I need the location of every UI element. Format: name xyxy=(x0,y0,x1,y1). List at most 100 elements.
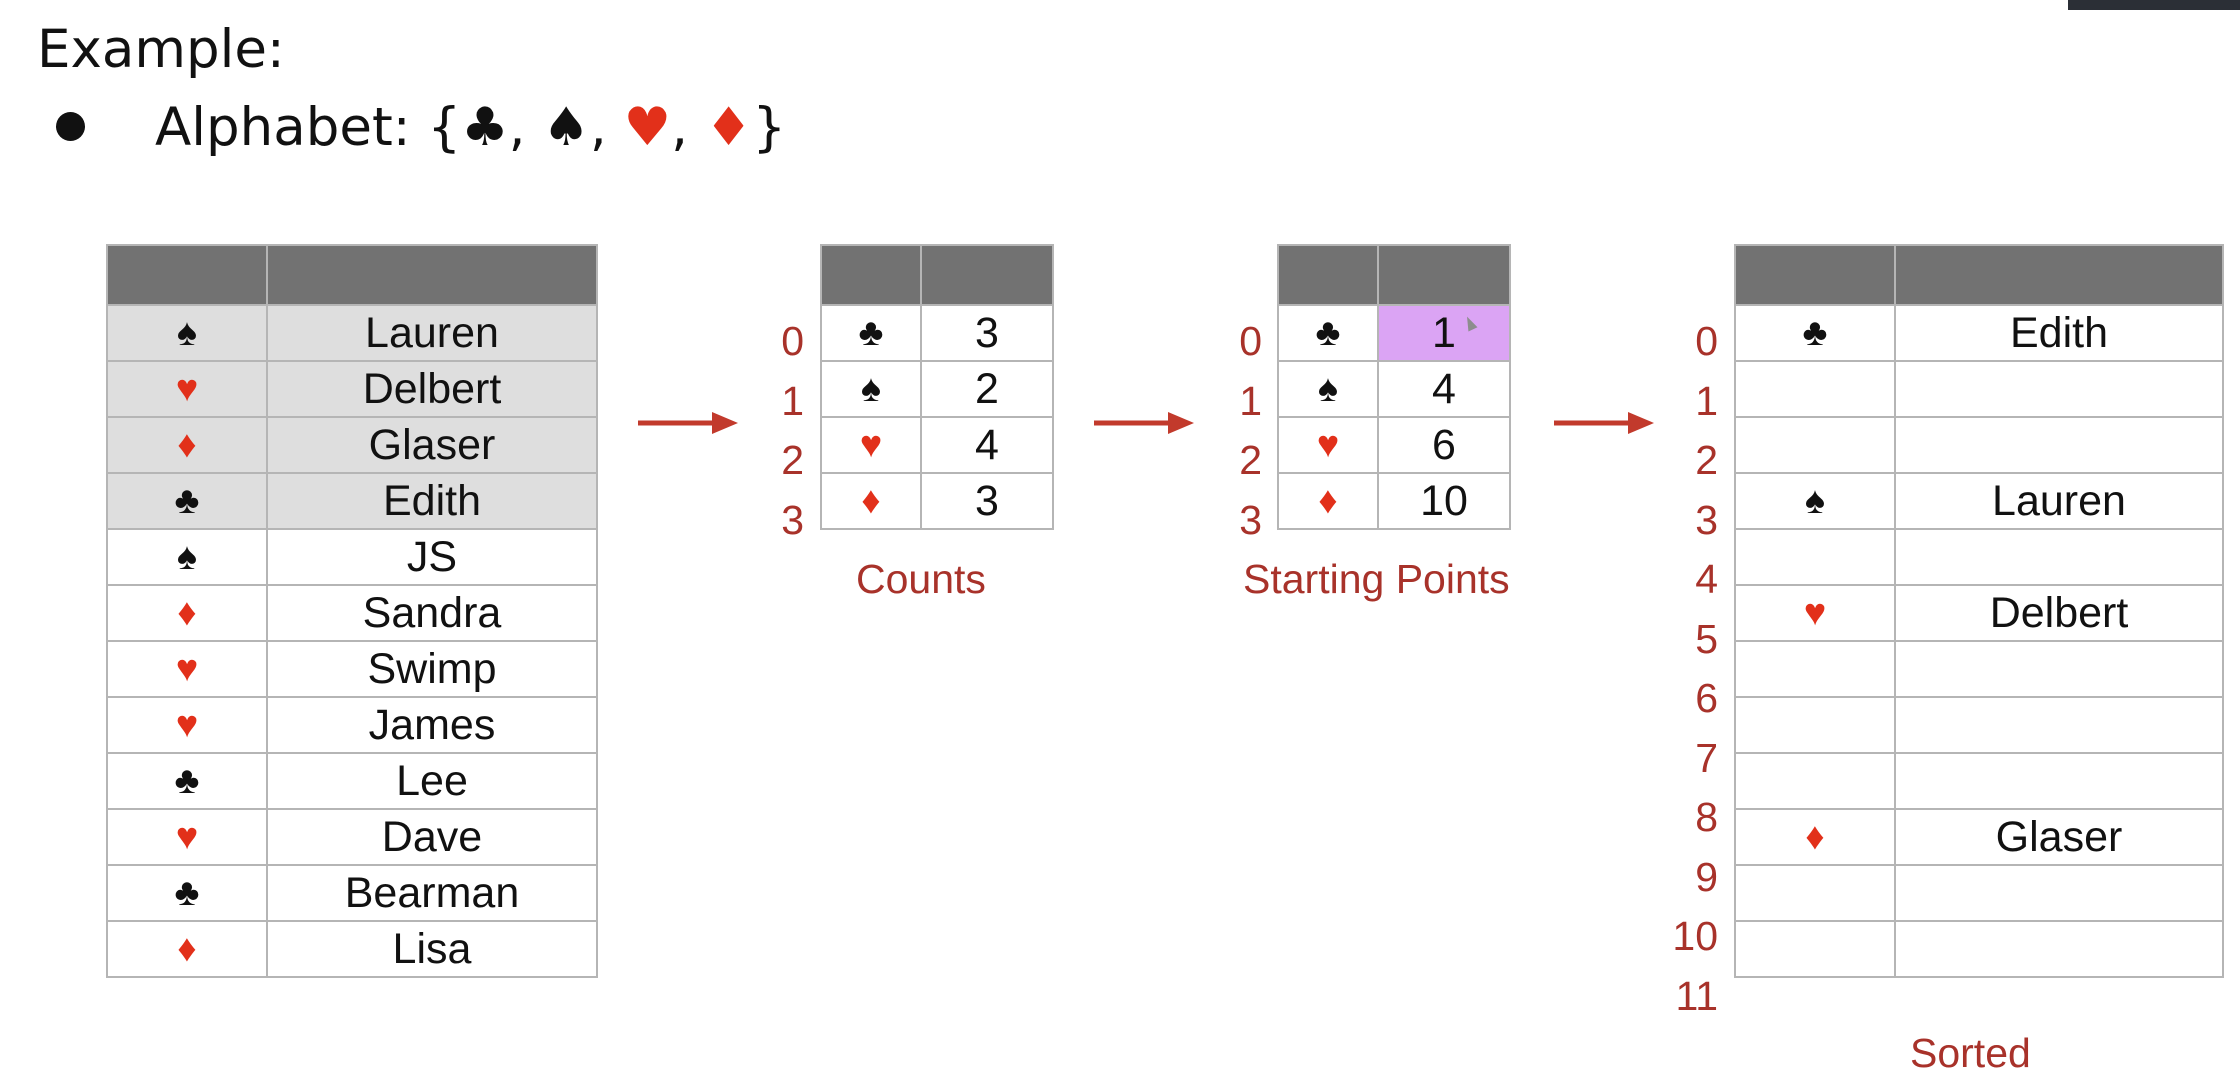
name-cell: JS xyxy=(266,528,598,586)
name-cell xyxy=(1894,416,2224,474)
row-index: 4 xyxy=(1695,556,1718,602)
value-cell: 3 xyxy=(920,304,1054,362)
value-cell: 4 xyxy=(1377,360,1511,418)
name-cell xyxy=(1894,920,2224,978)
heart-symbol: ♥ xyxy=(106,696,268,754)
table-row: ♦Glaser xyxy=(1734,808,2224,866)
table-row: ♣Bearman xyxy=(106,864,598,922)
starting-points-table: ♣1♠4♥6♦10 xyxy=(1277,244,1511,530)
table-row: ♥4 xyxy=(820,416,1054,474)
table-row: ♠2 xyxy=(820,360,1054,418)
table-row xyxy=(1734,864,2224,922)
table-row xyxy=(1734,360,2224,418)
value-cell: 4 xyxy=(920,416,1054,474)
table-row: ♥6 xyxy=(1277,416,1511,474)
row-index: 0 xyxy=(781,318,804,364)
empty-symbol xyxy=(1734,528,1896,586)
name-cell: Lisa xyxy=(266,920,598,978)
table-row xyxy=(1734,416,2224,474)
bullet-dot xyxy=(56,111,85,141)
header-cell xyxy=(920,244,1054,306)
webcam-thumbnail xyxy=(2068,0,2240,10)
heart-symbol: ♥ xyxy=(1734,584,1896,642)
heart-symbol: ♥ xyxy=(106,808,268,866)
name-cell: Lauren xyxy=(266,304,598,362)
row-index: 3 xyxy=(1695,496,1718,543)
spade-symbol: ♠ xyxy=(820,360,922,418)
table-row xyxy=(1734,752,2224,810)
heart-symbol: ♥ xyxy=(1277,416,1379,474)
table-row: ♥Delbert xyxy=(106,360,598,418)
diamond-symbol: ♦ xyxy=(106,920,268,978)
spade-symbol: ♠ xyxy=(106,528,268,586)
table-row: ♦Lisa xyxy=(106,920,598,978)
spade-symbol: ♠ xyxy=(1734,472,1896,530)
name-cell: Delbert xyxy=(266,360,598,418)
table-row: ♣Edith xyxy=(106,472,598,530)
row-index: 8 xyxy=(1695,794,1718,840)
spade-symbol: ♠ xyxy=(106,304,268,362)
sorted-table: ♣Edith♠Lauren♥Delbert♦Glaser xyxy=(1734,244,2224,978)
empty-symbol xyxy=(1734,360,1896,418)
table-header-row xyxy=(1734,244,2224,306)
diamond-symbol: ♦ xyxy=(106,416,268,474)
table-row: ♠Lauren xyxy=(106,304,598,362)
table-row: ♣Lee xyxy=(106,752,598,810)
row-index: 1 xyxy=(781,377,804,424)
name-cell xyxy=(1894,528,2224,586)
name-cell xyxy=(1894,640,2224,698)
heart-symbol: ♥ xyxy=(623,97,672,158)
name-cell: Sandra xyxy=(266,584,598,642)
alphabet-label: Alphabet: { xyxy=(155,97,462,158)
table-row: ♥Swimp xyxy=(106,640,598,698)
name-cell: Glaser xyxy=(266,416,598,474)
value-cell: 10 xyxy=(1377,472,1511,530)
table-row: ♥Dave xyxy=(106,808,598,866)
table-row: ♣Edith xyxy=(1734,304,2224,362)
row-index: 1 xyxy=(1239,377,1262,424)
table-row: ♦Sandra xyxy=(106,584,598,642)
starting-points-caption: Starting Points xyxy=(1243,556,1510,602)
alphabet-close: } xyxy=(752,97,787,158)
heart-symbol: ♥ xyxy=(106,640,268,698)
value-cell: 6 xyxy=(1377,416,1511,474)
table-row: ♠JS xyxy=(106,528,598,586)
spade-symbol: ♠ xyxy=(1277,360,1379,418)
name-cell: James xyxy=(266,696,598,754)
header-cell xyxy=(106,244,268,306)
diamond-symbol: ♦ xyxy=(106,584,268,642)
counts-caption: Counts xyxy=(856,556,986,602)
empty-symbol xyxy=(1734,640,1896,698)
row-index: 0 xyxy=(1239,318,1262,364)
diamond-symbol: ♦ xyxy=(820,472,922,530)
club-symbol: ♣ xyxy=(106,752,268,810)
alphabet-bullet: Alphabet: {♣, ♠, ♥, ♦} xyxy=(56,92,786,164)
header-cell xyxy=(266,244,598,306)
empty-symbol xyxy=(1734,696,1896,754)
club-symbol: ♣ xyxy=(1277,304,1379,362)
alphabet-separator: , xyxy=(671,97,705,158)
value-cell: 3 xyxy=(920,472,1054,530)
table-header-row xyxy=(820,244,1054,306)
slide-heading: Example: xyxy=(37,19,285,80)
name-cell: Swimp xyxy=(266,640,598,698)
empty-symbol xyxy=(1734,864,1896,922)
input-table: ♠Lauren♥Delbert♦Glaser♣Edith♠JS♦Sandra♥S… xyxy=(106,244,598,978)
counts-table: ♣3♠2♥4♦3 xyxy=(820,244,1054,530)
club-symbol: ♣ xyxy=(106,864,268,922)
row-index: 7 xyxy=(1695,734,1718,781)
table-row: ♥Delbert xyxy=(1734,584,2224,642)
name-cell: Edith xyxy=(266,472,598,530)
header-cell xyxy=(1894,244,2224,306)
diamond-symbol: ♦ xyxy=(1277,472,1379,530)
empty-symbol xyxy=(1734,752,1896,810)
alphabet-separator: , xyxy=(508,97,543,158)
spade-symbol: ♠ xyxy=(542,97,590,158)
row-index: 10 xyxy=(1672,913,1718,959)
name-cell: Lee xyxy=(266,752,598,810)
table-row: ♣1 xyxy=(1277,304,1511,362)
name-cell xyxy=(1894,752,2224,810)
empty-symbol xyxy=(1734,416,1896,474)
